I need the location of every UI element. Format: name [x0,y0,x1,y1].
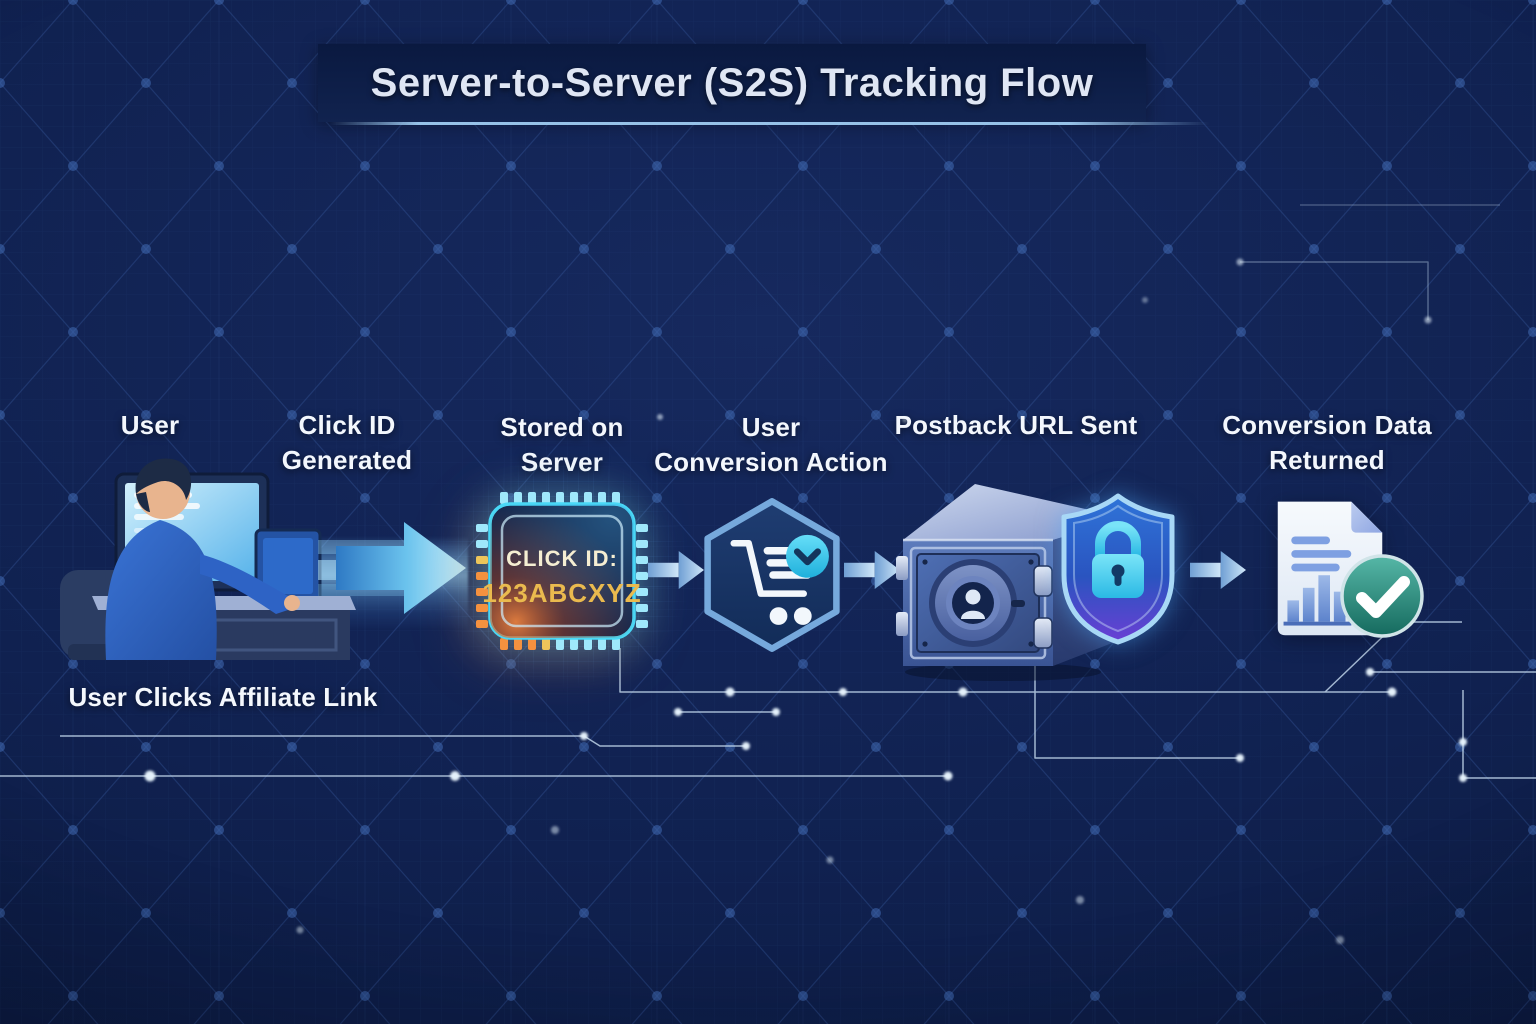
checkmark-circle-icon [1340,554,1424,638]
user-at-computer-illustration [60,458,356,660]
step-label-line: Conversion Data [1222,410,1432,440]
cart-hexagon-icon [704,498,840,652]
step-label-conversion: User Conversion Action [650,410,892,480]
click-id-chip-icon: CLICK ID: 123ABCXYZ [472,490,652,652]
step-label-line: Server [520,447,604,477]
step-label-user: User [75,408,225,443]
chip-title-text: CLICK ID: [506,546,618,571]
shield-lock-icon [1061,493,1175,645]
check-badge-icon [786,534,829,578]
step-label-line: Postback URL Sent [894,410,1138,440]
title-underline [330,122,1210,125]
chip-value-text: 123ABCXYZ [482,578,641,608]
user-caption: User Clicks Affiliate Link [68,682,378,712]
title-banner: Server-to-Server (S2S) Tracking Flow [318,44,1146,122]
step-label-line: User [741,412,801,442]
step-label-postback: Postback URL Sent [880,408,1152,443]
step-label-line: Conversion Action [654,447,888,477]
step-label-line: Stored on [500,412,624,442]
flow-arrow-icon [1190,551,1246,589]
step-label-line: User [120,410,180,440]
step-label-line: Returned [1269,445,1385,475]
diagram-title: Server-to-Server (S2S) Tracking Flow [370,60,1094,105]
step-label-stored-on-server: Stored on Server [472,410,652,480]
chip-graphic: CLICK ID: 123ABCXYZ [476,492,648,650]
click-id-flow-arrow-icon [318,522,466,614]
step-label-returned: Conversion Data Returned [1205,408,1449,478]
flow-arrow-icon [648,551,704,589]
step-label-line: Click ID [298,410,396,440]
